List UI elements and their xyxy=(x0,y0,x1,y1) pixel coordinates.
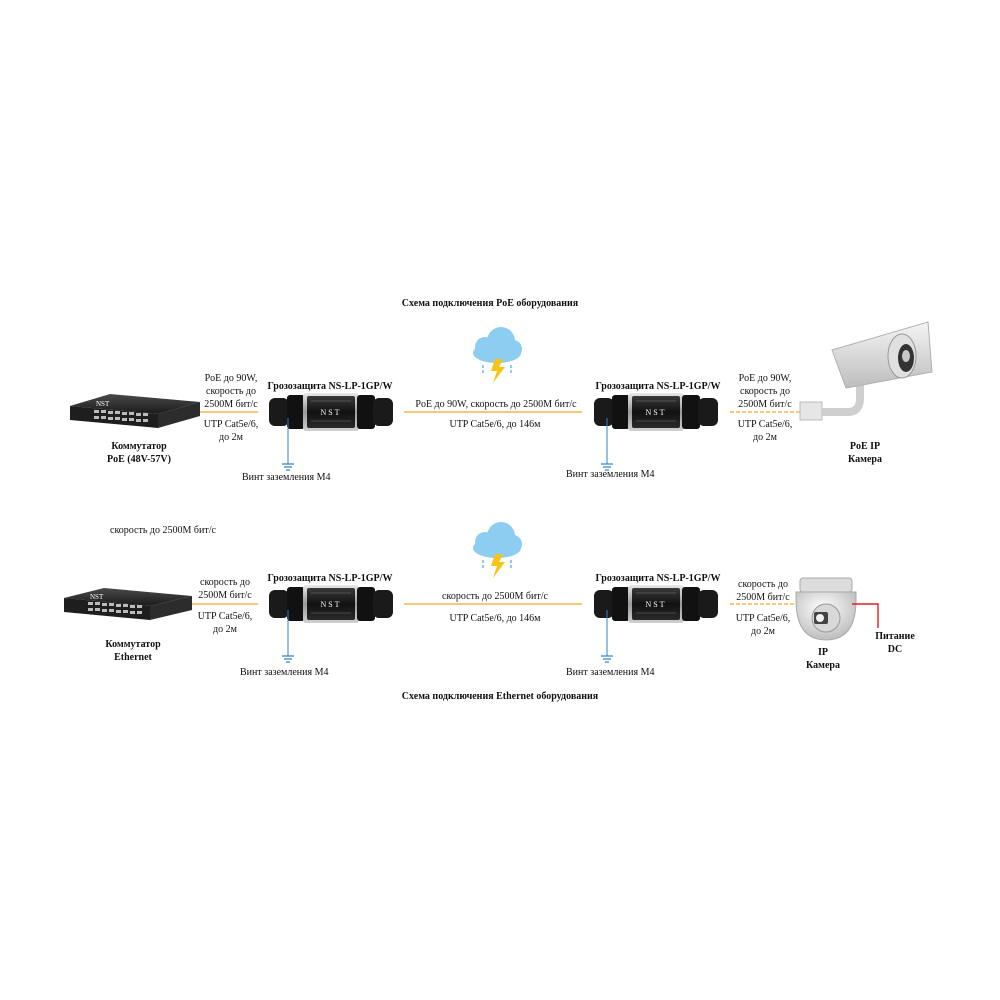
eth-switch-label-line2: Ethernet xyxy=(114,652,152,663)
eth-power-line xyxy=(852,603,879,628)
eth-lightning-cloud-icon xyxy=(472,521,523,579)
eth-protector-2-title: Грозозащита NS-LP-1GP/W xyxy=(595,573,721,584)
eth-protector-1-title: Грозозащита NS-LP-1GP/W xyxy=(267,573,393,584)
poe-mid-link-power-speed: PoE до 90W, скорость до 2500M бит/с xyxy=(415,399,577,410)
poe-protector-1-ground-label: Винт заземления M4 xyxy=(242,472,331,483)
stray-speed-label: скорость до 2500M бит/с xyxy=(110,525,216,536)
poe-right-link-cable-type: UTP Cat5e/6, xyxy=(737,419,793,430)
eth-left-link-length: до 2м xyxy=(213,624,237,635)
poe-left-link-speed-prefix: скорость до xyxy=(206,386,256,397)
poe-switch-label: Коммутатор PoE (48V-57V) xyxy=(84,440,194,466)
eth-right-link-speed: 2500M бит/с xyxy=(736,592,790,603)
poe-protector-2-ground-label: Винт заземления M4 xyxy=(566,469,655,480)
eth-camera-label-line1: IP xyxy=(818,647,828,658)
poe-camera-label-line2: Камера xyxy=(848,454,882,465)
eth-switch-brand: NST xyxy=(90,593,104,601)
eth-camera-label-line2: Камера xyxy=(806,660,840,671)
eth-left-link-cable-type: UTP Cat5e/6, xyxy=(197,611,253,622)
poe-camera-label-line1: PoE IP xyxy=(849,441,881,452)
poe-right-link-power: PoE до 90W, xyxy=(738,373,792,384)
eth-protector-2-brand: NST xyxy=(645,600,667,609)
eth-mid-link-cable: UTP Cat5e/6, до 146м xyxy=(449,613,541,624)
eth-power-label: Питание DC xyxy=(862,630,928,656)
poe-ip-camera-image xyxy=(799,321,933,421)
poe-left-link-speed: 2500M бит/с xyxy=(204,399,258,410)
poe-right-link-label: PoE до 90W, скорость до 2500M бит/с xyxy=(730,372,800,411)
eth-switch-label-line1: Коммутатор xyxy=(105,639,161,650)
eth-left-link-speed-prefix: скорость до xyxy=(200,577,250,588)
eth-protector-1-ground-label: Винт заземления M4 xyxy=(240,667,329,678)
poe-switch-label-line1: Коммутатор xyxy=(111,441,167,452)
poe-right-link-cable: UTP Cat5e/6, до 2м xyxy=(730,418,800,444)
poe-protector-1-brand: NST xyxy=(320,408,342,417)
eth-power-label-line2: DC xyxy=(887,644,903,655)
poe-protector-2-title: Грозозащита NS-LP-1GP/W xyxy=(595,381,721,392)
poe-left-link-length: до 2м xyxy=(219,432,243,443)
eth-switch-image xyxy=(64,588,192,620)
poe-left-link-cable-type: UTP Cat5e/6, xyxy=(203,419,259,430)
eth-left-link-label: скорость до 2500M бит/с xyxy=(190,576,260,602)
eth-left-link-speed: 2500M бит/с xyxy=(198,590,252,601)
eth-right-link-cable-type: UTP Cat5e/6, xyxy=(735,613,791,624)
eth-left-link-cable: UTP Cat5e/6, до 2м xyxy=(190,610,260,636)
poe-left-link-power: PoE до 90W, xyxy=(204,373,258,384)
poe-left-link-cable: UTP Cat5e/6, до 2м xyxy=(196,418,266,444)
eth-protector-1-brand: NST xyxy=(320,600,342,609)
eth-switch-label: Коммутатор Ethernet xyxy=(78,638,188,664)
poe-diagram-title: Схема подключения PoE оборудования xyxy=(401,298,579,309)
eth-power-label-line1: Питание xyxy=(875,631,915,642)
poe-left-link-label: PoE до 90W, скорость до 2500M бит/с xyxy=(196,372,266,411)
poe-switch-brand: NST xyxy=(96,400,110,408)
poe-right-link-speed: 2500M бит/с xyxy=(738,399,792,410)
poe-right-link-length: до 2м xyxy=(753,432,777,443)
eth-right-link-speed-prefix: скорость до xyxy=(738,579,788,590)
poe-protector-2-brand: NST xyxy=(645,408,667,417)
eth-right-link-length: до 2м xyxy=(751,626,775,637)
eth-diagram-title: Схема подключения Ethernet оборудования xyxy=(401,691,599,702)
poe-camera-label: PoE IP Камера xyxy=(830,440,900,466)
poe-switch-image xyxy=(70,394,200,428)
eth-protector-2-ground-label: Винт заземления M4 xyxy=(566,667,655,678)
poe-right-link-speed-prefix: скорость до xyxy=(740,386,790,397)
poe-mid-link-cable: UTP Cat5e/6, до 146м xyxy=(449,419,541,430)
eth-right-link-label: скорость до 2500M бит/с xyxy=(728,578,798,604)
eth-camera-label: IP Камера xyxy=(788,646,858,672)
eth-right-link-cable: UTP Cat5e/6, до 2м xyxy=(728,612,798,638)
eth-dome-camera-image xyxy=(795,577,857,641)
poe-lightning-cloud-icon xyxy=(472,326,523,384)
poe-protector-1-title: Грозозащита NS-LP-1GP/W xyxy=(267,381,393,392)
poe-switch-label-line2: PoE (48V-57V) xyxy=(107,454,171,465)
eth-mid-link-speed: скорость до 2500M бит/с xyxy=(442,591,548,602)
